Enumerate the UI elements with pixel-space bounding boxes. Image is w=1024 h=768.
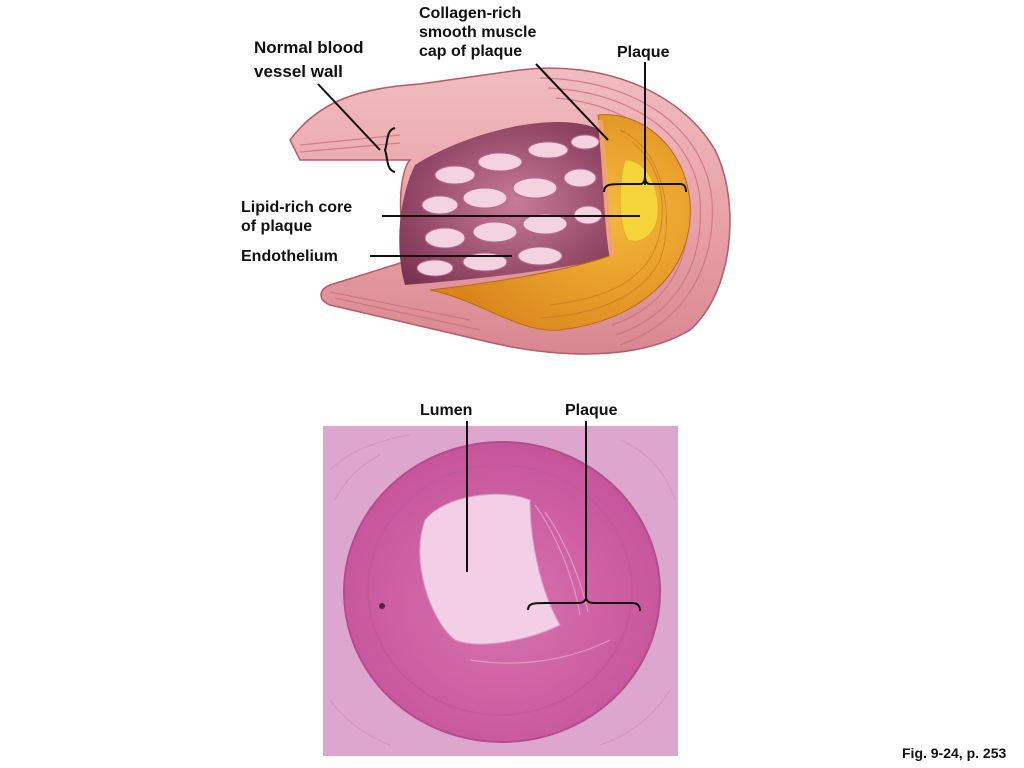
leader-lines-top bbox=[317, 62, 687, 257]
label-lipid-line-2: of plaque bbox=[241, 218, 313, 235]
label-lipid-core: Lipid-rich core of plaque bbox=[241, 198, 352, 236]
connective-tissue-fibers bbox=[329, 434, 676, 746]
lumen-space bbox=[419, 493, 561, 645]
brace-normal-wall bbox=[383, 127, 396, 173]
label-normal-line-2: vessel wall bbox=[254, 62, 343, 81]
collagen-cap bbox=[597, 119, 615, 257]
brace-plaque-bottom bbox=[527, 596, 641, 612]
label-collagen-line-1: Collagen-rich bbox=[419, 5, 522, 22]
histology-micrograph bbox=[323, 426, 678, 756]
label-lumen: Lumen bbox=[420, 402, 473, 419]
leader-normal-wall bbox=[317, 83, 381, 151]
label-plaque-bottom: Plaque bbox=[565, 402, 618, 419]
endothelial-cells bbox=[416, 134, 603, 277]
dark-spot bbox=[379, 603, 385, 609]
label-endothelium: Endothelium bbox=[241, 248, 338, 265]
figure-caption: Fig. 9-24, p. 253 bbox=[902, 745, 1007, 761]
label-normal-vessel-wall: Normal blood vessel wall bbox=[254, 36, 364, 84]
blood-vessel-illustration bbox=[289, 67, 731, 355]
label-plaque-top: Plaque bbox=[617, 44, 670, 61]
label-collagen-cap: Collagen-rich smooth muscle cap of plaqu… bbox=[419, 4, 536, 61]
plaque-layers bbox=[539, 129, 667, 319]
label-collagen-line-3: cap of plaque bbox=[419, 43, 523, 60]
leader-lines-bottom bbox=[466, 421, 641, 612]
brace-plaque-top bbox=[603, 175, 687, 193]
label-lipid-line-1: Lipid-rich core bbox=[241, 199, 353, 216]
plaque-tissue-streaks bbox=[469, 504, 611, 664]
lipid-core bbox=[619, 159, 659, 242]
artery-inner-ring bbox=[367, 464, 633, 716]
label-collagen-line-2: smooth muscle bbox=[419, 24, 537, 41]
leader-collagen-cap bbox=[535, 63, 609, 141]
label-normal-line-1: Normal blood bbox=[254, 38, 364, 57]
